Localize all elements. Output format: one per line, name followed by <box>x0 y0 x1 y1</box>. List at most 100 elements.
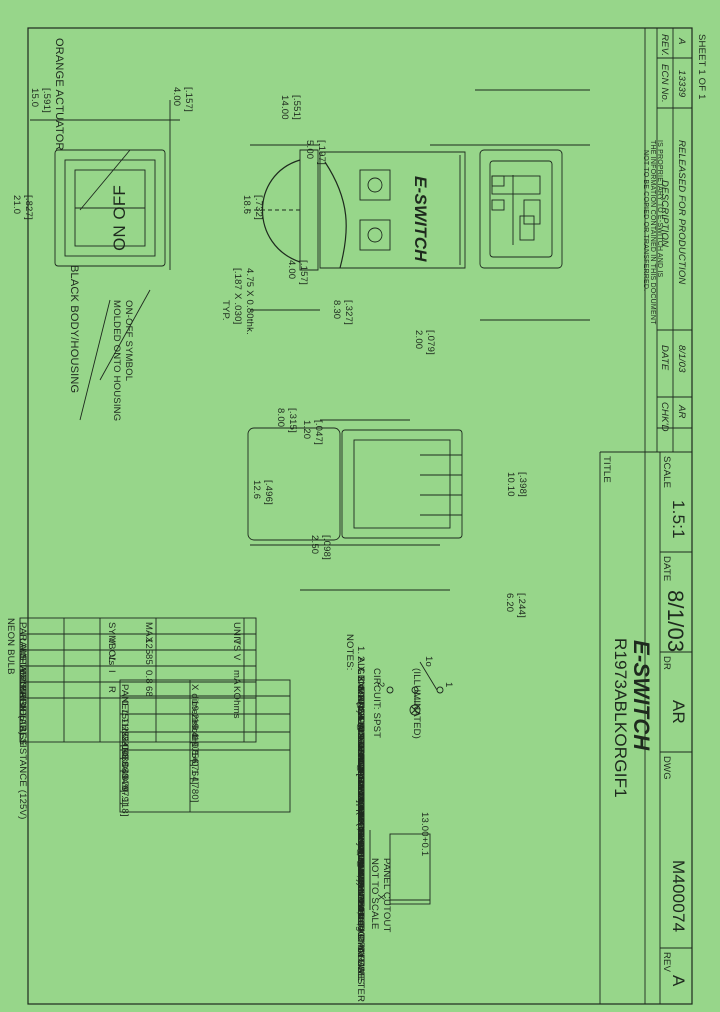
title-logo: E-SWITCH <box>629 640 654 751</box>
dim-18-6-inch: [.732] <box>253 195 264 220</box>
circuit-terminal-1: 1 <box>443 682 454 688</box>
scale-label: SCALE <box>661 456 672 489</box>
panel-cutout-drawing <box>369 830 431 910</box>
dim-8-3-inch: [.327] <box>343 300 354 325</box>
dim-4b-inch: [.157] <box>298 260 309 285</box>
chkd-value: AR <box>676 405 687 419</box>
dimension-lines <box>30 89 590 591</box>
dim-10-1: 10.10 <box>505 472 516 497</box>
dim-2-inch: [.079] <box>425 330 436 355</box>
dim-21: 21.0 <box>11 195 22 215</box>
note-line-18: 11. ▲ DENOTES CRITICAL PARAMETER <box>355 816 366 1003</box>
date-value: 8/1/03 <box>676 345 687 373</box>
neon-row-2-max: 85 <box>143 654 154 665</box>
on-label: ON <box>110 225 129 251</box>
tab-dim-3: TYP. <box>220 300 231 321</box>
notice-line-3: NOT TO BE COPIED OR TRANSFERRED. <box>642 150 649 292</box>
circuit-terminal-2: 2 <box>375 682 386 688</box>
onoff-symbol-callout-1: ON-OFF SYMBOL <box>123 300 134 382</box>
dim-8: 8.00 <box>275 408 286 428</box>
neon-row-4-symbol: R <box>106 686 117 694</box>
notice-line-1: THE INFORMATION CONTAINED IN THIS DOCUME… <box>649 140 656 325</box>
scale-value: 1.5:1 <box>669 500 688 539</box>
ecn-header: ECN No. <box>659 64 670 103</box>
neon-bulb-table-grid <box>19 617 257 743</box>
neon-bulb-title: NEON BULB <box>5 618 16 675</box>
dim-8-inch: [.315] <box>287 408 298 433</box>
date-label: DATE <box>661 556 672 582</box>
date-value-title: 8/1/03 <box>663 590 688 653</box>
cutout-caption-2: NOT TO SCALE <box>369 858 380 930</box>
rev-header: REV. <box>659 34 670 57</box>
dim-21-inch: [.827] <box>23 195 34 220</box>
neon-row-4-max: 68 <box>143 686 154 697</box>
neon-row-1-units: V <box>231 638 242 645</box>
switch-end-view <box>247 427 463 541</box>
notice-line-2: IS PROPRIETARY TO E-SWITCH AND IS <box>656 140 663 278</box>
tab-dim-2: [.187 X .030] <box>232 268 243 325</box>
dim-1-2-inch: [.047] <box>313 420 324 445</box>
dwg-label: DWG <box>661 756 672 780</box>
drawing-title: R1973ABLKORGIF1 <box>611 638 630 798</box>
off-label: OFF <box>110 185 129 220</box>
description-value: RELEASED FOR PRODUCTION <box>676 140 687 285</box>
dim-4: 4.00 <box>171 87 182 107</box>
cutout-dim: 13.00+0.1 <box>419 812 430 857</box>
panel-row-3-x: 19.8+0.1 [.780] <box>189 736 200 803</box>
neon-row-2-units: V <box>231 654 242 661</box>
dim-6-2-inch: [.244] <box>516 593 527 618</box>
notes-title: NOTES: <box>344 634 355 671</box>
dim-1-2: 1.20 <box>301 420 312 440</box>
dim-8-3: 8.30 <box>331 300 342 320</box>
neon-row-3-units: mA <box>231 670 242 685</box>
circuit-symbol <box>386 661 444 716</box>
dim-14: 14.00 <box>279 95 290 120</box>
neon-row-4-units: KOhms <box>231 686 242 719</box>
dr-value: AR <box>669 700 688 725</box>
dim-4b: 4.00 <box>286 260 297 280</box>
neon-row-3-symbol: I <box>106 670 117 673</box>
tab-dim-1: 4.75 X 0.80thk. <box>244 268 255 335</box>
circuit-terminal-3: 1o <box>423 656 434 667</box>
title-label: TITLE <box>601 456 612 483</box>
neon-row-1-symbol: V <box>106 638 117 645</box>
date-header: DATE <box>659 345 670 371</box>
side-logo: E-SWITCH <box>411 176 430 262</box>
neon-header-units: UNITS <box>231 622 242 652</box>
neon-row-2-symbol: Vs <box>106 654 117 666</box>
switch-top-view <box>54 149 166 267</box>
dim-12-6-inch: [.496] <box>263 480 274 505</box>
circuit-label: CIRCUIT: SPST <box>371 668 382 739</box>
dim-2-5-inch: [.098] <box>321 535 332 560</box>
orange-actuator-callout: ORANGE ACTUATOR <box>53 38 65 151</box>
neon-row-1-max: 125 <box>143 638 154 655</box>
neon-row-3-max: 0.8 <box>143 670 154 684</box>
title-block-grid <box>599 451 692 1004</box>
panel-row-3-thickness: 2.0-3.0 [.079-.118] <box>119 736 130 817</box>
rev-value: A <box>676 38 687 45</box>
dim-10-1-inch: [.398] <box>517 472 528 497</box>
black-body-callout: BLACK BODY/HOUSING <box>68 265 80 394</box>
dim-15-inch: [.591] <box>41 88 52 113</box>
panel-table-grid <box>119 679 291 813</box>
chkd-header: CHK'D <box>659 402 670 432</box>
dim-5: 5.00 <box>304 140 315 160</box>
cutout-caption-1: PANEL CUTOUT <box>381 858 392 933</box>
dim-15: 15.0 <box>29 88 40 108</box>
dim-5-inch: [.197] <box>316 140 327 165</box>
dwg-value: M400074 <box>669 860 688 933</box>
dim-4-inch: [.157] <box>183 87 194 112</box>
sheet-label: SHEET 1 OF 1 <box>696 34 707 100</box>
onoff-symbol-callout-2: MOLDED ONTO HOUSING <box>111 300 122 422</box>
dim-14-inch: [.551] <box>291 95 302 120</box>
dr-label: DR <box>661 656 672 671</box>
dim-2: 2.00 <box>413 330 424 350</box>
dim-18-6: 18.6 <box>241 195 252 215</box>
rev-label-title: REV <box>661 952 672 973</box>
dim-12-6: 12.6 <box>251 480 262 500</box>
sheet-border <box>27 27 693 1005</box>
switch-side-view <box>245 149 466 271</box>
